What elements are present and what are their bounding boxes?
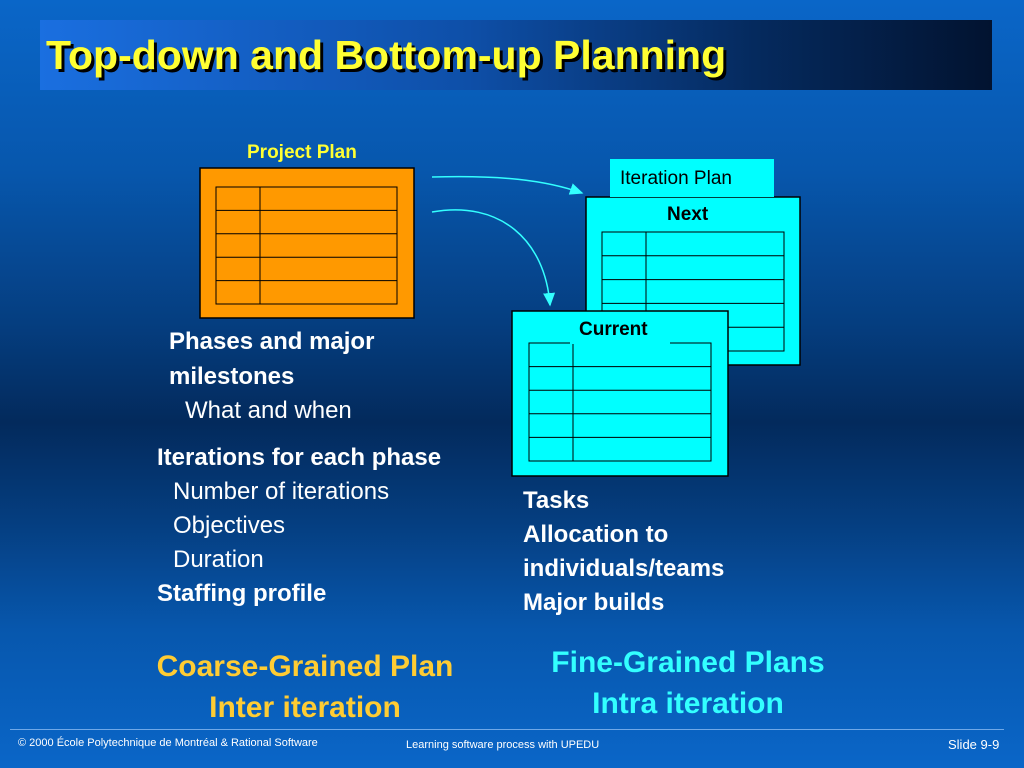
project-plan-label: Project Plan (247, 142, 357, 163)
coarse-line-1: Coarse-Grained Plan (156, 650, 454, 683)
iterations-item: Objectives (173, 512, 286, 539)
individuals-line: individuals/teams (523, 555, 725, 582)
footer-course-title: Learning software process with UPEDU (406, 739, 600, 751)
phases-line-2: milestones (169, 363, 295, 390)
phases-line-1: Phases and major (169, 328, 375, 355)
major-builds-line: Major builds (523, 589, 665, 616)
footer-divider (10, 729, 1004, 730)
fine-line-1: Fine-Grained Plans (551, 646, 825, 679)
tasks-line: Tasks (523, 487, 590, 514)
next-iteration-grid (601, 231, 785, 352)
slide-title: Top-down and Bottom-up Planning (46, 32, 727, 78)
iteration-plan-label-box (610, 159, 774, 197)
project-plan-sheet (199, 167, 415, 319)
grid-line (215, 186, 398, 305)
iterations-item: Number of iterations (173, 478, 390, 505)
iterations-heading: Iterations for each phase (157, 444, 442, 471)
coarse-line-2: Inter iteration (209, 691, 401, 724)
next-label-bg (658, 198, 726, 230)
allocation-line: Allocation to (523, 521, 669, 548)
project-plan-grid (215, 186, 398, 305)
arrow-to-current (431, 209, 556, 307)
current-iteration-grid (528, 342, 712, 462)
current-label: Current (579, 319, 648, 340)
footer-copyright: © 2000 École Polytechnique de Montréal &… (18, 737, 318, 749)
current-label-bg (570, 312, 670, 344)
next-label: Next (667, 204, 709, 225)
arrow-to-next (431, 175, 584, 195)
footer-slide-number: Slide 9-9 (948, 737, 1000, 752)
title-bar: Top-down and Bottom-up Planning (40, 20, 992, 90)
staffing-profile: Staffing profile (157, 580, 327, 607)
current-iteration-sheet (511, 310, 729, 477)
iterations-item: Duration (173, 546, 264, 573)
iteration-plan-label: Iteration Plan (620, 168, 732, 189)
what-and-when: What and when (185, 397, 352, 424)
fine-line-2: Intra iteration (592, 687, 784, 720)
